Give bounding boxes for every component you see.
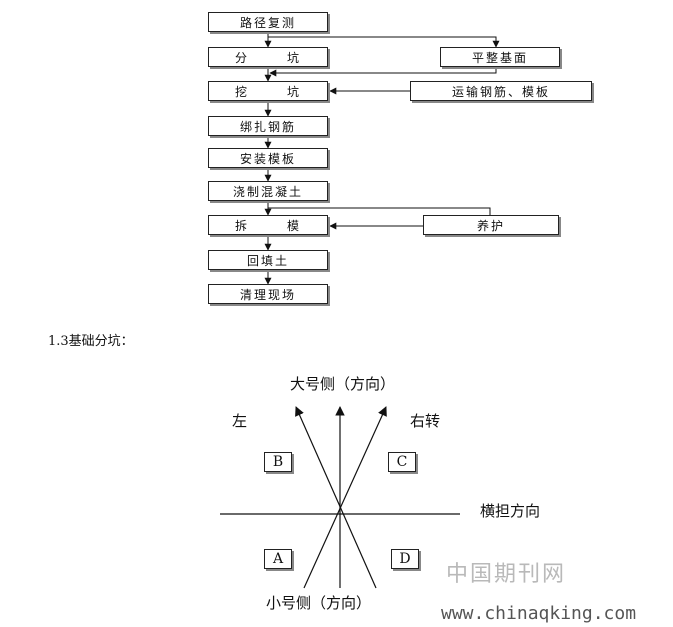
step-site-clearing: 清理现场 <box>208 284 328 304</box>
side-step-leveling: 平整基面 <box>440 47 560 67</box>
quadrant-d: D <box>391 549 419 569</box>
step-formwork-install: 安装模板 <box>208 148 328 168</box>
step-excavation: 挖坑 <box>208 81 328 101</box>
step-pit-layout: 分坑 <box>208 47 328 67</box>
label-right-turn: 右转 <box>410 412 441 430</box>
label-left: 左 <box>232 412 248 430</box>
arrow-to-curing <box>268 207 491 215</box>
section-heading: 1.3基础分坑： <box>48 334 134 349</box>
quadrant-b: B <box>264 452 292 472</box>
axis-right-diagonal <box>303 406 387 589</box>
quadrant-c: C <box>388 452 416 472</box>
step-route-recheck: 路径复测 <box>208 12 328 32</box>
label-crossarm-direction: 横担方向 <box>480 502 541 520</box>
side-step-curing: 养护 <box>423 215 559 235</box>
step-excavation-char-2: 坑 <box>286 84 301 99</box>
side-step-transport: 运输钢筋、模板 <box>410 81 592 101</box>
step-excavation-char-1: 挖 <box>235 84 250 99</box>
step-concrete-pour: 浇制混凝土 <box>208 181 328 201</box>
watermark-text: 中国期刊网 <box>446 562 567 587</box>
axis-left-diagonal <box>295 406 377 589</box>
flowchart-connectors <box>264 32 500 285</box>
step-formwork-removal-char-1: 拆 <box>235 218 250 233</box>
step-formwork-removal-char-2: 模 <box>286 218 301 233</box>
watermark-url: www.chinaqking.com <box>441 603 637 624</box>
step-pit-layout-char-2: 坑 <box>286 50 301 65</box>
arrow-leveling-return <box>269 67 497 77</box>
label-small-side: 小号侧（方向） <box>266 594 372 612</box>
step-pit-layout-char-1: 分 <box>235 50 250 65</box>
step-rebar-binding: 绑扎钢筋 <box>208 116 328 136</box>
step-formwork-removal: 拆模 <box>208 215 328 235</box>
label-large-side: 大号侧（方向） <box>290 375 396 393</box>
step-backfill: 回填土 <box>208 250 328 270</box>
arrow-to-leveling <box>268 36 500 48</box>
quadrant-a: A <box>264 549 292 569</box>
